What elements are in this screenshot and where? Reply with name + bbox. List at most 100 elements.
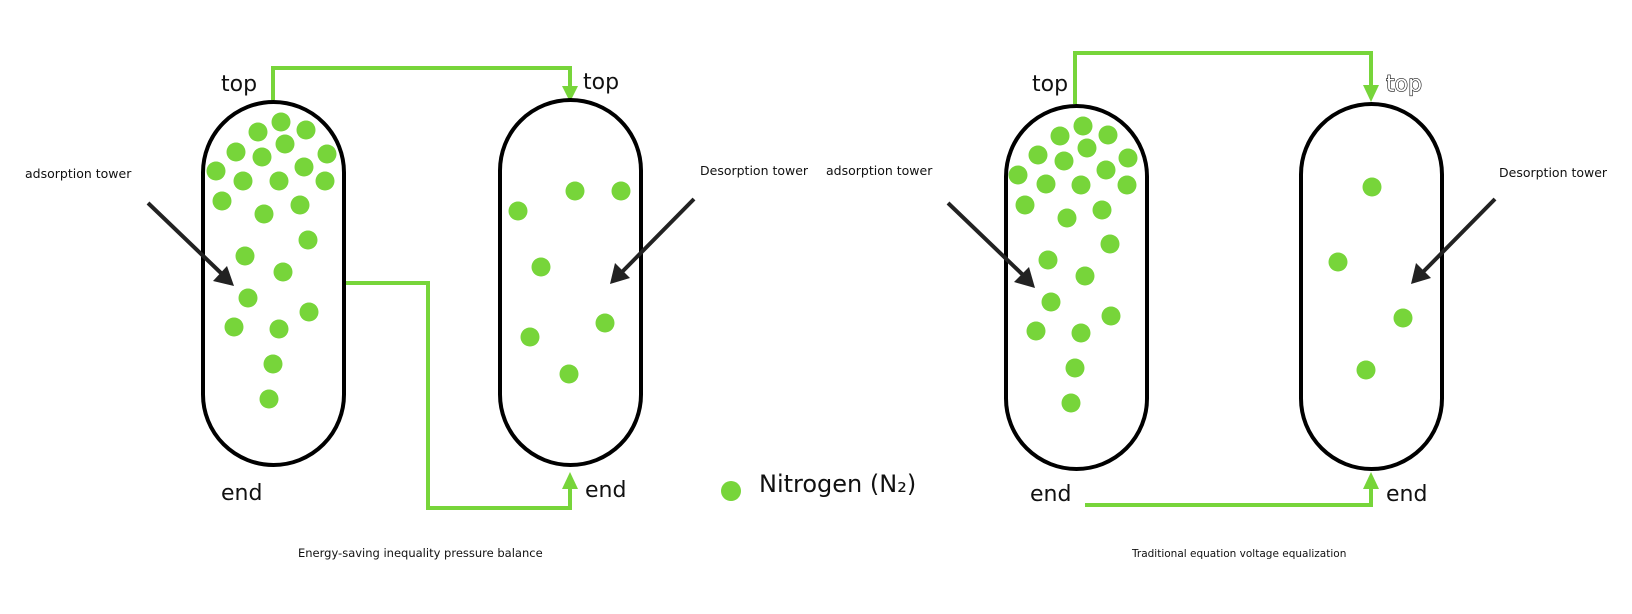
bottom-connection-pipe [346,281,572,510]
nitrogen-molecule [298,230,318,250]
desorption-end-label: end [1386,482,1427,507]
nitrogen-molecule [1328,252,1348,272]
nitrogen-molecule [1096,160,1116,180]
nitrogen-legend-label: Nitrogen (N₂) [759,470,916,498]
legend: Nitrogen (N₂) [721,470,916,501]
adsorption-pointer-arrow [946,201,1025,277]
adsorption-end-label: end [1030,482,1071,507]
nitrogen-molecule [1065,358,1085,378]
bottom-pipe-arrowhead [562,472,578,489]
nitrogen-molecule [1036,174,1056,194]
nitrogen-molecule [275,134,295,154]
nitrogen-molecule [1073,116,1093,136]
nitrogen-molecule [238,288,258,308]
nitrogen-molecule [520,327,540,347]
nitrogen-molecule [317,144,337,164]
desorption-pointer-arrowhead [610,263,630,284]
nitrogen-molecule [294,157,314,177]
top-pipe-arrowhead [1363,85,1379,102]
nitrogen-molecule [1098,125,1118,145]
nitrogen-molecule [259,389,279,409]
adsorption-tower-nitrogen [206,112,337,409]
nitrogen-molecule [611,181,631,201]
nitrogen-molecule [1026,321,1046,341]
desorption-tower [1299,102,1444,471]
panel-traditional: top top end end adsorption tower Desorpt… [826,51,1608,560]
nitrogen-molecule [1050,126,1070,146]
desorption-tower-nitrogen [1328,177,1413,380]
nitrogen-molecule [1041,292,1061,312]
nitrogen-molecule [235,246,255,266]
panel-energy-saving: top top end end adsorption tower Desorpt… [25,66,809,560]
nitrogen-molecule [1077,138,1097,158]
nitrogen-molecule [1356,360,1376,380]
adsorption-top-label: top [221,72,257,97]
nitrogen-molecule [1075,266,1095,286]
nitrogen-molecule [1092,200,1112,220]
desorption-top-label: top [1386,72,1422,97]
adsorption-tower [1004,104,1149,471]
adsorption-pointer-arrow [146,201,224,276]
desorption-pointer-arrow [620,197,696,274]
adsorption-tower [201,100,346,467]
desorption-pointer-arrow [1421,197,1497,274]
adsorption-pointer-arrowhead [1014,267,1035,288]
nitrogen-molecule [248,122,268,142]
adsorption-tower-label: adsorption tower [826,163,933,178]
nitrogen-molecule [224,317,244,337]
nitrogen-molecule [263,354,283,374]
desorption-tower-nitrogen [508,181,631,384]
bottom-pipe-arrowhead [1363,472,1379,489]
nitrogen-molecule [273,262,293,282]
nitrogen-molecule [1118,148,1138,168]
nitrogen-molecule [1057,208,1077,228]
nitrogen-molecule [269,171,289,191]
nitrogen-molecule [254,204,274,224]
adsorption-top-label: top [1032,72,1068,97]
nitrogen-molecule [508,201,528,221]
nitrogen-molecule [1117,175,1137,195]
nitrogen-molecule [1071,175,1091,195]
nitrogen-molecule [212,191,232,211]
nitrogen-molecule [233,171,253,191]
nitrogen-molecule [252,147,272,167]
nitrogen-molecule [1015,195,1035,215]
adsorption-tower-label: adsorption tower [25,166,132,181]
adsorption-tower-nitrogen [1008,116,1138,413]
top-pipe-arrowhead [562,86,578,102]
panel-caption: Traditional equation voltage equalizatio… [1131,548,1346,560]
nitrogen-molecule [1071,323,1091,343]
nitrogen-molecule [206,161,226,181]
nitrogen-molecule [1038,250,1058,270]
nitrogen-molecule [1061,393,1081,413]
nitrogen-molecule [565,181,585,201]
desorption-tower-label: Desorption tower [700,163,809,178]
nitrogen-molecule [226,142,246,162]
top-connection-pipe [1073,51,1373,104]
nitrogen-molecule [1028,145,1048,165]
desorption-end-label: end [585,478,626,503]
nitrogen-molecule [1100,234,1120,254]
top-connection-pipe [271,66,572,100]
nitrogen-molecule [1393,308,1413,328]
nitrogen-molecule [531,257,551,277]
nitrogen-molecule [595,313,615,333]
desorption-tower-label: Desorption tower [1499,165,1608,180]
nitrogen-molecule [296,120,316,140]
nitrogen-molecule [290,195,310,215]
nitrogen-molecule [271,112,291,132]
desorption-top-label: top [583,70,619,95]
nitrogen-molecule [1362,177,1382,197]
nitrogen-molecule [269,319,289,339]
panel-caption: Energy-saving inequality pressure balanc… [298,546,543,560]
nitrogen-molecule [1101,306,1121,326]
adsorption-pointer-arrowhead [213,266,234,286]
nitrogen-molecule [1054,151,1074,171]
nitrogen-legend-swatch [721,481,741,501]
nitrogen-molecule [299,302,319,322]
desorption-pointer-arrowhead [1411,263,1431,284]
nitrogen-molecule [315,171,335,191]
nitrogen-molecule [559,364,579,384]
desorption-tower [498,98,643,467]
